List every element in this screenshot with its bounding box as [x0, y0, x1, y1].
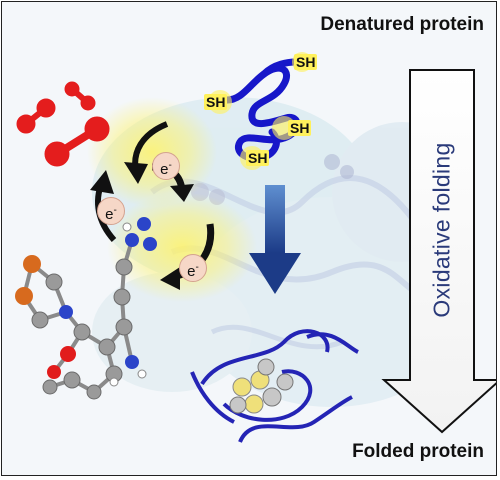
dioxygen-molecule-icon — [16, 81, 110, 167]
electron-badge: e- — [179, 254, 207, 282]
folding-arrow-icon — [249, 185, 301, 294]
folded-protein-atoms — [229, 358, 294, 414]
thiol-label: SH — [204, 94, 228, 110]
illustration — [15, 52, 496, 443]
folded-protein — [190, 329, 359, 443]
ball-and-stick-molecule-icon — [15, 217, 157, 400]
electron-badge: e- — [152, 152, 180, 180]
oxidative-folding-label: Oxidative folding — [428, 142, 455, 318]
electron-badge: e- — [97, 197, 125, 225]
thiol-label: SH — [288, 120, 312, 136]
thiol-label: SH — [294, 54, 318, 70]
oxidative-folding-arrow — [381, 69, 496, 434]
folded-protein-label: Folded protein — [352, 441, 484, 462]
denatured-protein-label: Denatured protein — [320, 14, 484, 35]
thiol-label: SH — [246, 150, 270, 166]
